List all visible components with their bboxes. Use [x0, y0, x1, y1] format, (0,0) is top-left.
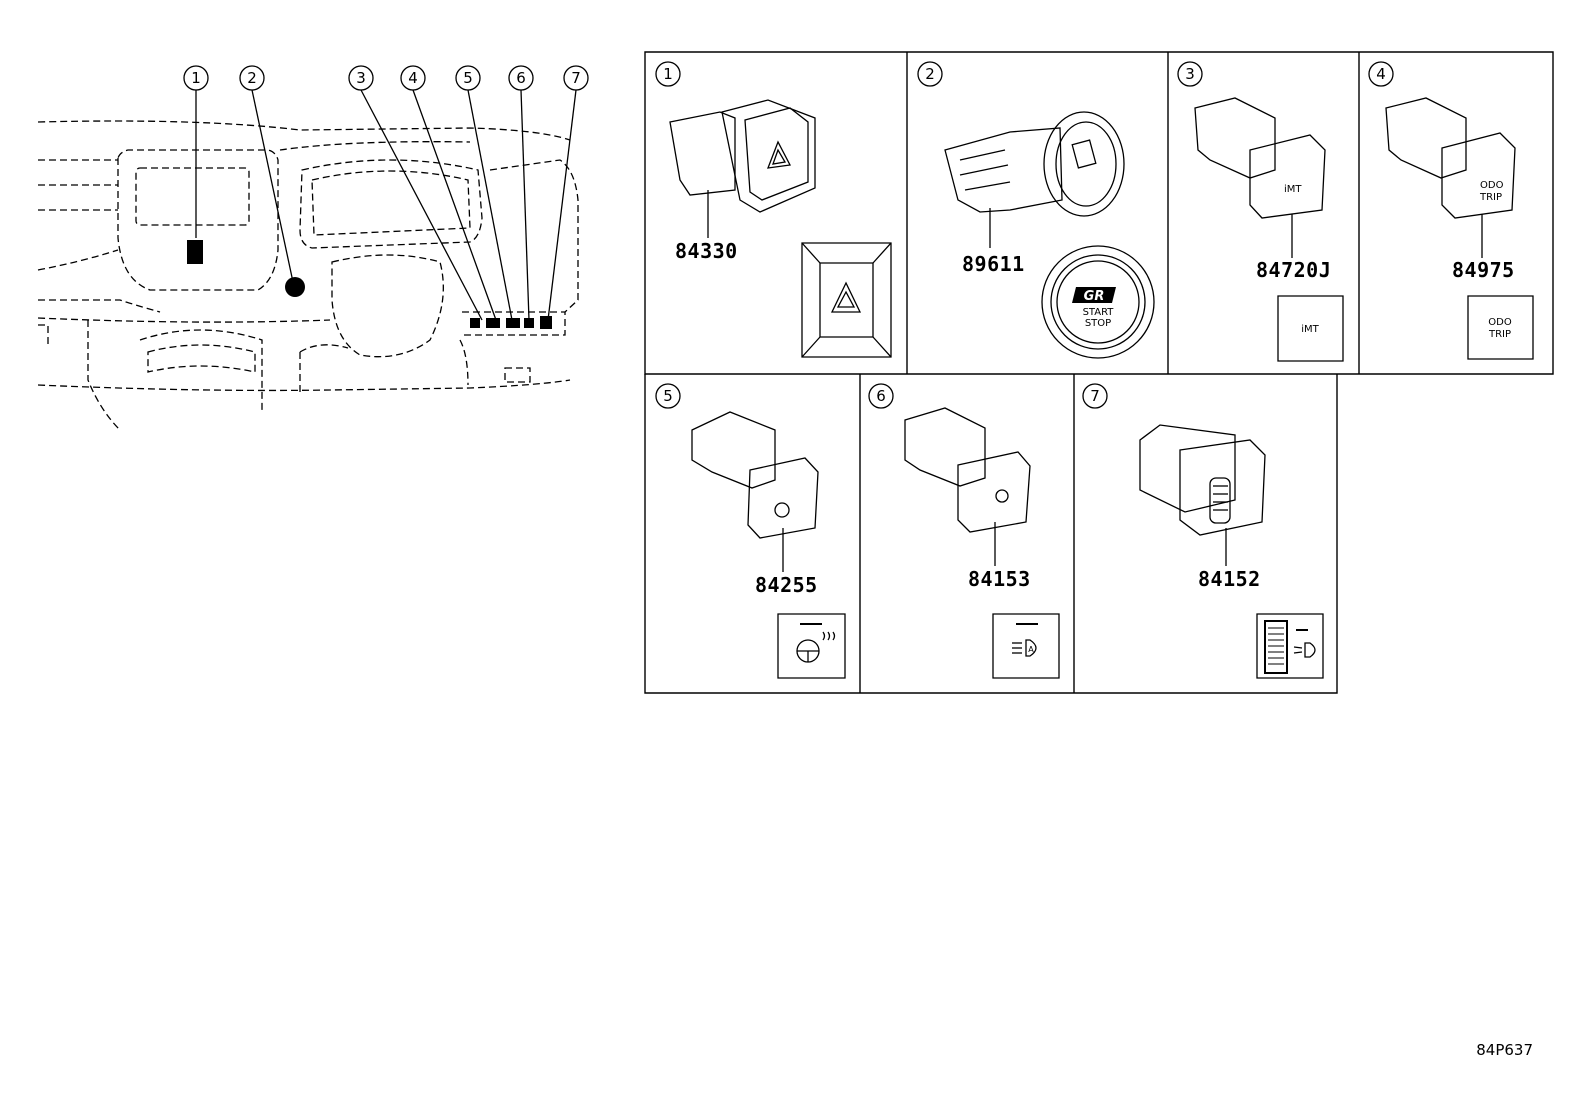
panel-7-headlight-leveling-switch[interactable]: 7 84152 — [1083, 384, 1323, 678]
svg-text:4: 4 — [1376, 65, 1386, 83]
svg-text:5: 5 — [663, 387, 673, 405]
svg-text:6: 6 — [516, 69, 526, 87]
dashboard-overview: 1 2 3 4 5 — [38, 66, 588, 430]
hazard-triangle-icon — [802, 243, 891, 357]
svg-text:TRIP: TRIP — [1488, 329, 1511, 340]
start-switch-marker — [285, 277, 305, 297]
reference-code: 84P637 — [1476, 1041, 1533, 1059]
svg-text:2: 2 — [925, 65, 935, 83]
dashboard-outline — [38, 121, 578, 430]
imt-button-icon: iMT — [1278, 296, 1343, 361]
svg-text:6: 6 — [876, 387, 886, 405]
svg-text:STOP: STOP — [1085, 318, 1111, 329]
hazard-switch-marker — [187, 240, 203, 264]
part-number-84975: 84975 — [1452, 258, 1515, 282]
svg-text:1: 1 — [191, 69, 201, 87]
callout-3[interactable]: 3 — [349, 66, 482, 320]
odo-trip-button-icon: ODO TRIP — [1468, 296, 1533, 359]
svg-text:TRIP: TRIP — [1479, 192, 1502, 203]
callout-7[interactable]: 7 — [548, 66, 588, 320]
svg-text:4: 4 — [408, 69, 418, 87]
part-number-84153: 84153 — [968, 567, 1031, 591]
svg-text:ODO: ODO — [1480, 180, 1504, 191]
panel-5-heated-steering-switch[interactable]: 5 84255 — [656, 384, 845, 678]
callout-6[interactable]: 6 — [509, 66, 533, 320]
svg-text:5: 5 — [463, 69, 473, 87]
part-number-84255: 84255 — [755, 573, 818, 597]
svg-text:7: 7 — [571, 69, 581, 87]
svg-text:2: 2 — [247, 69, 257, 87]
heated-steering-switch-drawing — [692, 412, 818, 572]
callout-1[interactable]: 1 — [184, 66, 208, 238]
part-number-89611: 89611 — [962, 252, 1025, 276]
svg-text:iMT: iMT — [1284, 184, 1302, 195]
svg-text:A: A — [1028, 645, 1034, 654]
panel-6-auto-high-beam-switch[interactable]: 6 84153 A — [869, 384, 1059, 678]
start-stop-button-icon: GR START STOP — [1042, 246, 1154, 358]
svg-text:iMT: iMT — [1301, 324, 1319, 335]
part-number-84152: 84152 — [1198, 567, 1261, 591]
panel-2-start-stop-switch[interactable]: 2 89611 GR START STOP — [918, 62, 1154, 358]
auto-high-beam-switch-drawing — [905, 408, 1030, 566]
svg-text:7: 7 — [1090, 387, 1100, 405]
start-stop-switch-drawing — [945, 111, 1125, 248]
parts-grid — [645, 52, 1553, 693]
panel-3-imt-switch[interactable]: 3 iMT 84720J iMT — [1178, 62, 1343, 361]
hazard-switch-drawing — [670, 100, 815, 238]
odo-trip-switch-drawing: ODO TRIP — [1386, 98, 1515, 258]
panel-1-hazard-switch[interactable]: 1 84330 — [656, 62, 891, 357]
headlight-leveling-switch-drawing — [1140, 425, 1265, 566]
panel-4-odo-trip-switch[interactable]: 4 ODO TRIP 84975 ODO TRIP — [1369, 62, 1533, 359]
switch-row-markers — [470, 316, 552, 329]
svg-text:ODO: ODO — [1488, 317, 1512, 328]
svg-text:START: START — [1083, 307, 1115, 318]
heated-steering-wheel-icon — [778, 614, 845, 678]
svg-text:3: 3 — [356, 69, 366, 87]
callout-2[interactable]: 2 — [240, 66, 293, 282]
imt-switch-drawing: iMT — [1195, 98, 1325, 258]
callout-5[interactable]: 5 — [456, 66, 512, 320]
headlight-leveling-dial-icon — [1257, 614, 1323, 678]
svg-text:1: 1 — [663, 65, 673, 83]
svg-text:GR: GR — [1084, 289, 1105, 304]
auto-high-beam-icon: A — [993, 614, 1059, 678]
svg-text:3: 3 — [1185, 65, 1195, 83]
part-number-84720J: 84720J — [1256, 258, 1331, 282]
part-number-84330: 84330 — [675, 239, 738, 263]
